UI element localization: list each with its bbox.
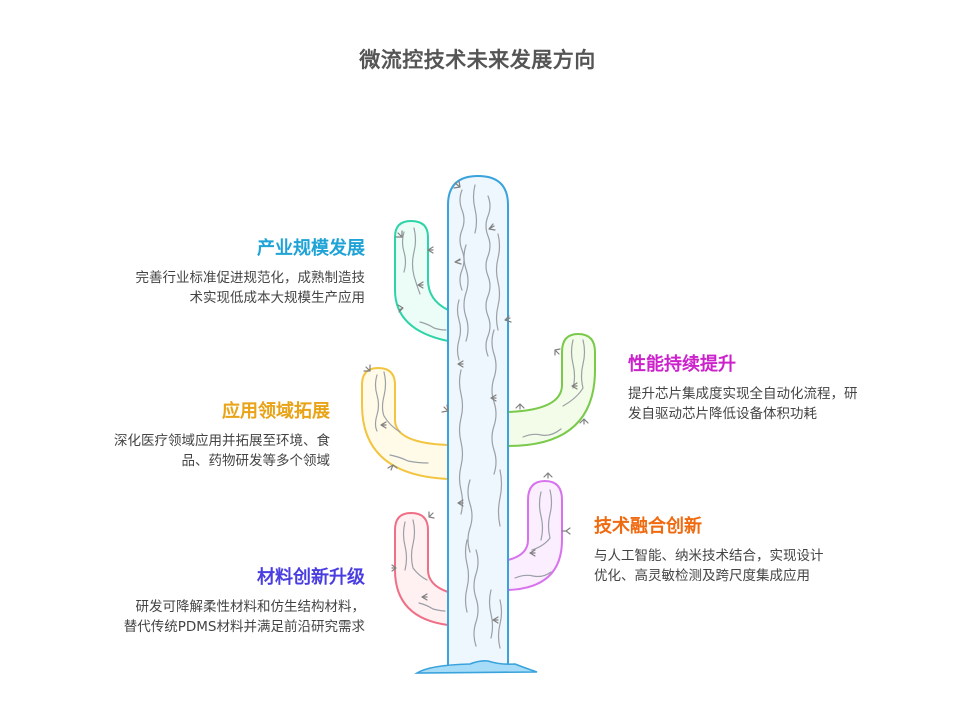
cactus-arm-performance xyxy=(507,332,596,448)
cactus-arm-material xyxy=(394,511,449,627)
cactus-arm-application xyxy=(361,366,449,481)
cactus-arm-fusion xyxy=(507,479,563,592)
branch-heading: 应用领域拓展 xyxy=(222,401,330,422)
cactus-arm-industry xyxy=(394,219,449,343)
branch-heading: 性能持续提升 xyxy=(628,354,736,375)
branch-description: 深化医疗领域应用并拓展至环境、食 品、药物研发等多个领域 xyxy=(114,433,330,469)
branch-description: 提升芯片集成度实现全自动化流程，研 发自驱动芯片降低设备体积功耗 xyxy=(628,386,858,422)
cactus-ground xyxy=(414,660,538,674)
branch-description: 与人工智能、纳米技术结合，实现设计 优化、高灵敏检测及跨尺度集成应用 xyxy=(594,548,824,584)
branch-industry: 产业规模发展 完善行业标准促进规范化，成熟制造技 术实现低成本大规模生产应用 xyxy=(40,234,366,308)
branch-description: 完善行业标准促进规范化，成熟制造技 术实现低成本大规模生产应用 xyxy=(135,270,366,306)
cactus-trunk xyxy=(447,174,509,669)
branch-heading: 技术融合创新 xyxy=(594,516,702,537)
page-title: 微流控技术未来发展方向 xyxy=(359,48,596,72)
branch-heading: 产业规模发展 xyxy=(257,238,365,259)
branch-heading: 材料创新升级 xyxy=(257,567,365,588)
branch-performance: 性能持续提升 提升芯片集成度实现全自动化流程，研 发自驱动芯片降低设备体积功耗 xyxy=(628,350,928,424)
branch-application: 应用领域拓展 深化医疗领域应用并拓展至环境、食 品、药物研发等多个领域 xyxy=(40,397,330,471)
branch-material: 材料创新升级 研发可降解柔性材料和仿生结构材料， 替代传统PDMS材料并满足前沿… xyxy=(40,563,365,637)
branch-fusion: 技术融合创新 与人工智能、纳米技术结合，实现设计 优化、高灵敏检测及跨尺度集成应… xyxy=(594,512,894,586)
branch-description: 研发可降解柔性材料和仿生结构材料， 替代传统PDMS材料并满足前沿研究需求 xyxy=(123,599,365,635)
